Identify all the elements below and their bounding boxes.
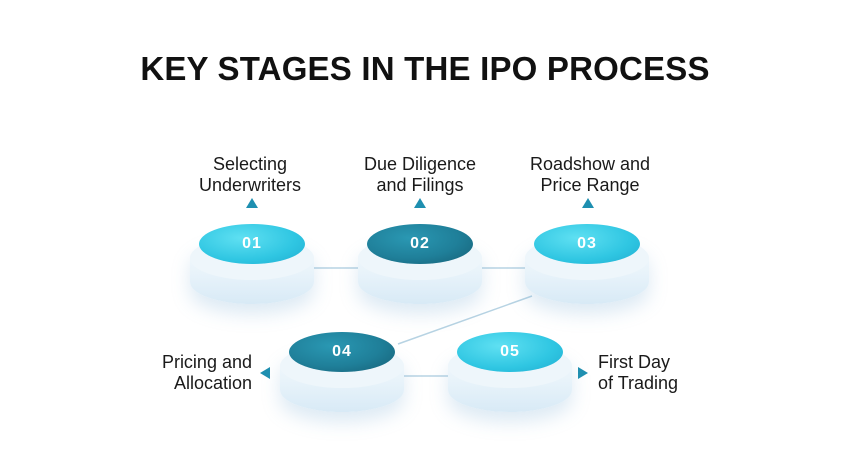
stage-04-node: 04 <box>280 330 404 412</box>
stage-05-label-line1: First Day <box>598 352 670 372</box>
arrow-right-icon <box>578 367 588 379</box>
stage-03-label: Roadshow and Price Range <box>510 154 670 196</box>
stage-02-label: Due Diligence and Filings <box>340 154 500 196</box>
stage-01-label: Selecting Underwriters <box>180 154 320 196</box>
arrow-left-icon <box>260 367 270 379</box>
stage-02-label-line2: and Filings <box>376 175 464 195</box>
stage-01-label-line1: Selecting <box>212 154 288 174</box>
stage-02-number: 02 <box>367 224 473 264</box>
stage-05-label-line2: of Trading <box>598 373 679 393</box>
stage-03-number: 03 <box>534 224 640 264</box>
stage-04-label: Pricing and Allocation <box>120 352 252 394</box>
stage-02-node: 02 <box>358 222 482 304</box>
stage-03-node: 03 <box>525 222 649 304</box>
stage-04-number: 04 <box>289 332 395 372</box>
stage-04-label-line1: Pricing and <box>161 352 252 372</box>
stage-01-number: 01 <box>199 224 305 264</box>
arrow-up-icon <box>582 198 594 208</box>
arrow-up-icon <box>414 198 426 208</box>
stage-03-label-line1: Roadshow and <box>529 154 651 174</box>
stage-02-label-line1: Due Diligence <box>363 154 477 174</box>
arrow-up-icon <box>246 198 258 208</box>
connector-03-04 <box>397 295 533 345</box>
stage-04-label-line2: Allocation <box>173 373 252 393</box>
stage-01-node: 01 <box>190 222 314 304</box>
diagram-title: KEY STAGES IN THE IPO PROCESS <box>140 50 710 87</box>
stage-01-label-line2: Underwriters <box>198 175 302 195</box>
stage-05-node: 05 <box>448 330 572 412</box>
stage-05-number: 05 <box>457 332 563 372</box>
stage-03-label-line2: Price Range <box>540 175 640 195</box>
stage-05-label: First Day of Trading <box>598 352 738 394</box>
